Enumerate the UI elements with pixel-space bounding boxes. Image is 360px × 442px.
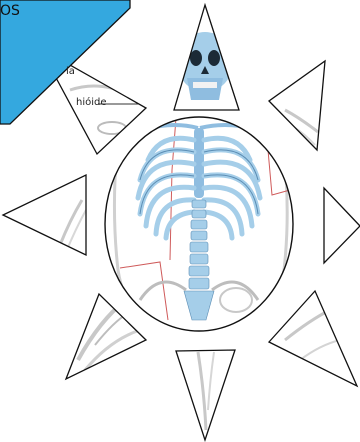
puzzle-piece-leg[interactable]: [176, 350, 235, 440]
puzzle-piece-left-arm[interactable]: [3, 175, 86, 255]
rib-cage-circle[interactable]: [105, 117, 293, 331]
banner-title: OS: [0, 3, 20, 19]
puzzle-piece-right-arm[interactable]: [324, 188, 360, 263]
puzzle-piece-hand[interactable]: [66, 294, 146, 379]
piece-label-hyoid: hióide: [76, 97, 107, 108]
piece-label-top: ia: [66, 66, 75, 77]
puzzle-piece-shoulder[interactable]: [269, 61, 325, 150]
puzzle-piece-pelvis[interactable]: [269, 291, 357, 386]
puzzle-piece-skull[interactable]: [174, 5, 239, 110]
